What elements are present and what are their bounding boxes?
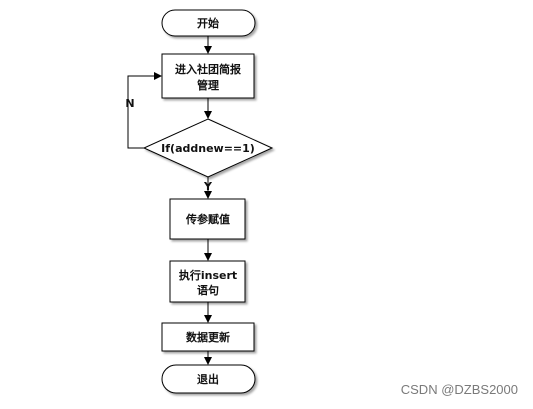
start-label: 开始 [197,16,219,30]
exec-process-line1: 执行insert [179,268,237,282]
yes-label: Y [203,180,213,193]
no-loop-line [127,72,162,149]
exec-process-line2: 语句 [197,283,219,297]
assign-params-label: 传参赋值 [185,212,230,226]
execute-insert-process [169,260,246,303]
assign-params-process [169,198,246,240]
exit-label: 退出 [197,372,219,386]
condition-label: If(addnew==1) [161,142,255,155]
watermark-text: CSDN @DZBS2000 [401,382,518,397]
enter-process-line2: 管理 [197,78,219,92]
data-update-process [161,322,255,352]
enter-club-briefing-process [161,53,255,99]
no-label: N [125,97,134,110]
data-update-label: 数据更新 [186,330,230,344]
enter-process-line1: 进入社团简报 [175,62,242,76]
exit-terminator [161,364,256,394]
